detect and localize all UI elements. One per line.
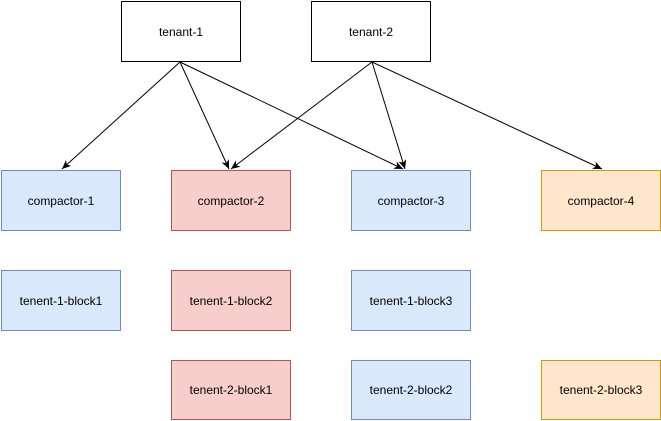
tenent-2-block2-node[interactable]: tenent-2-block2 (351, 360, 471, 420)
tenent-1-block1-node[interactable]: tenent-1-block1 (1, 270, 121, 331)
compactor-2-node[interactable]: compactor-2 (171, 170, 291, 231)
edge-tenant-2-to-compactor-4 (371, 61, 603, 170)
tenent-2-block1-label: tenent-2-block1 (189, 383, 273, 397)
edge-tenant-1-to-compactor-1 (61, 61, 181, 170)
tenent-1-block3-node[interactable]: tenent-1-block3 (351, 270, 471, 331)
tenent-1-block2-node[interactable]: tenent-1-block2 (171, 270, 291, 331)
edge-tenant-2-to-compactor-3 (371, 61, 407, 170)
compactor-3-label: compactor-3 (377, 193, 445, 208)
tenent-1-block1-label: tenent-1-block1 (19, 293, 103, 308)
compactor-3-node[interactable]: compactor-3 (351, 170, 471, 231)
tenant-1-label: tenant-1 (158, 24, 204, 39)
edge-tenant-1-to-compactor-3 (179, 61, 404, 170)
compactor-1-node[interactable]: compactor-1 (1, 170, 121, 231)
compactor-4-label: compactor-4 (567, 193, 635, 208)
tenent-2-block2-label: tenent-2-block2 (369, 383, 453, 397)
tenent-1-block2-label: tenent-1-block2 (189, 293, 273, 308)
tenent-1-block3-label: tenent-1-block3 (369, 293, 453, 308)
compactor-2-label: compactor-2 (197, 193, 265, 208)
tenant-1-node[interactable]: tenant-1 (121, 1, 241, 62)
edge-tenant-2-to-compactor-2 (230, 61, 373, 170)
edge-tenant-1-to-compactor-2 (179, 61, 230, 170)
tenent-2-block1-node[interactable]: tenent-2-block1 (171, 360, 291, 420)
tenent-2-block3-node[interactable]: tenent-2-block3 (541, 360, 661, 420)
tenant-2-label: tenant-2 (348, 24, 394, 39)
tenent-2-block3-label: tenent-2-block3 (559, 383, 643, 397)
tenant-2-node[interactable]: tenant-2 (311, 1, 431, 62)
compactor-4-node[interactable]: compactor-4 (541, 170, 661, 231)
compactor-1-label: compactor-1 (27, 193, 95, 208)
